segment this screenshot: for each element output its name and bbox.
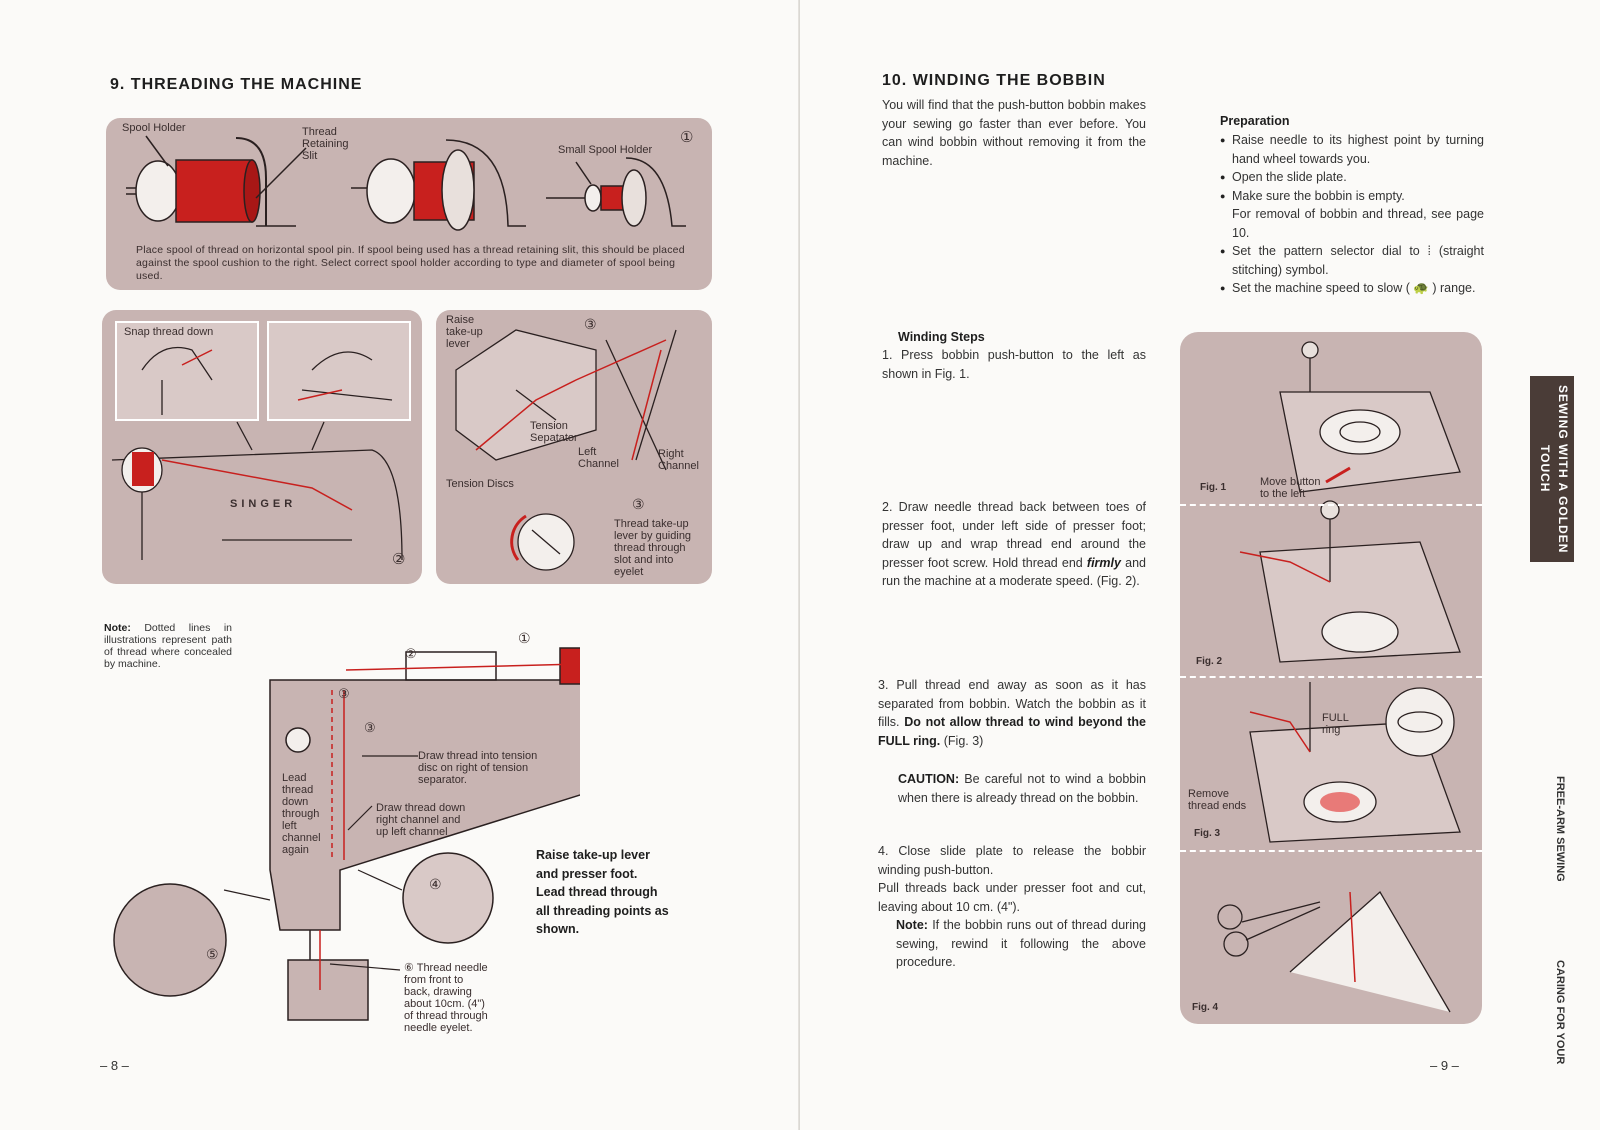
full-ring-label: FULL ring (1322, 712, 1349, 736)
caution-text: CAUTION: Be careful not to wind a bobbin… (898, 772, 1146, 805)
spool-illustration (126, 135, 686, 231)
snap-thread-label: Snap thread down (124, 326, 214, 338)
winding-intro: You will find that the push-button bobbi… (882, 98, 1146, 168)
main-step-3b: ③ (364, 720, 376, 735)
thread-needle-caption: ⑥ Thread needle from front to back, draw… (404, 962, 488, 1034)
step-number-3: ③ (584, 316, 597, 332)
machine-threading-diagram (113, 647, 580, 1021)
fig-divider (1180, 850, 1482, 852)
preparation-list: Raise needle to its highest point by tur… (1220, 131, 1484, 298)
machine-top-illustration (111, 321, 411, 561)
draw-tension-label: Draw thread into tension disc on right o… (418, 750, 538, 786)
section-title-threading: 9. THREADING THE MACHINE (110, 76, 363, 93)
winding-steps-title: Winding Steps (898, 330, 985, 344)
spool-caption: Place spool of thread on horizontal spoo… (136, 244, 685, 282)
winding-step-4-note: Note: If the bobbin runs out of thread d… (896, 918, 1146, 969)
winding-step-4: 4. Close slide plate to release the bobb… (878, 844, 1146, 914)
fig-divider (1180, 676, 1482, 678)
left-page: 9. THREADING THE MACHINE (100, 76, 712, 1073)
prep-item: Set the machine speed to slow ( 🐢 ) rang… (1220, 279, 1484, 298)
winding-step-1: 1. Press bobbin push-button to the left … (882, 348, 1146, 381)
raise-take-up-lever-label: Raise take-up lever (446, 314, 483, 350)
spool-holder-panel: Spool Holder Thread Retaining Slit Small… (106, 118, 712, 290)
bobbin-figures-panel: Fig. 1 Fig. 2 Fig. 3 Fig. 4 Move button … (1180, 332, 1482, 1024)
tab-free-arm[interactable]: FREE-ARM SEWING (1554, 776, 1566, 882)
page-number-8: – 8 – (100, 1058, 129, 1073)
fig-4-label: Fig. 4 (1192, 1002, 1219, 1013)
tension-illustration (455, 329, 677, 571)
right-channel-label: Right Channel (658, 448, 699, 472)
left-channel-label: Left Channel (578, 446, 619, 470)
spool-holder-label: Spool Holder (122, 122, 186, 134)
prep-item: Set the pattern selector dial to ⁞ (stra… (1220, 242, 1484, 279)
lead-down-label: Lead thread down through left channel ag… (282, 772, 321, 856)
tension-discs-label: Tension Discs (446, 478, 514, 490)
fig-divider (1180, 504, 1482, 506)
preparation-title: Preparation (1220, 114, 1290, 128)
dotted-lines-note: Note: Dotted lines in illustrations repr… (104, 622, 232, 670)
winding-step-2: 2. Draw needle thread back between toes … (882, 500, 1146, 588)
take-up-caption: Thread take-up lever by guiding thread t… (614, 518, 692, 578)
machine-brand: SINGER (230, 498, 297, 510)
step-number-2: ② (392, 551, 406, 568)
main-step-1: ① (518, 630, 531, 646)
small-spool-holder-label: Small Spool Holder (558, 144, 653, 156)
draw-down-label: Draw thread down right channel and up le… (376, 802, 466, 838)
main-step-2: ② (405, 646, 417, 661)
tension-separator-label: Tension Sepatator (530, 420, 578, 444)
winding-step-3: 3. Pull thread end away as soon as it ha… (878, 678, 1147, 748)
right-page: 10. WINDING THE BOBBIN You will find tha… (800, 0, 1600, 1130)
tab-caring[interactable]: CARING FOR YOUR (1554, 960, 1566, 1065)
tension-panel: Raise take-up lever Tension Sepatator Le… (436, 310, 712, 584)
step-number-1: ① (680, 129, 694, 146)
fig-1-label: Fig. 1 (1200, 482, 1227, 493)
fig-3-label: Fig. 3 (1194, 828, 1221, 839)
thread-retaining-slit-label: Thread Retaining Slit (302, 126, 349, 162)
move-button-label: Move button to the left (1260, 476, 1321, 500)
remove-thread-label: Remove thread ends (1188, 788, 1247, 812)
section-title-winding: 10. WINDING THE BOBBIN (882, 72, 1106, 89)
snap-thread-panel: Snap thread down SINGER ② (102, 310, 422, 584)
main-step-4: ④ (429, 876, 442, 892)
step-number-3b: ③ (632, 496, 645, 512)
prep-item: Open the slide plate. (1220, 168, 1484, 187)
tab-golden-touch[interactable]: SEWING WITH A GOLDEN TOUCH (1530, 376, 1574, 562)
fig-2-label: Fig. 2 (1196, 656, 1223, 667)
raise-lever-instructions: Raise take-up lever and presser foot. Le… (536, 848, 669, 936)
page-number-9: – 9 – (1430, 1058, 1459, 1073)
prep-item: Raise needle to its highest point by tur… (1220, 131, 1484, 168)
main-step-3a: ③ (338, 686, 350, 701)
main-step-5: ⑤ (206, 946, 219, 962)
bobbin-figures-illustration (1217, 341, 1461, 1013)
prep-item: Make sure the bobbin is empty. For remov… (1220, 187, 1484, 243)
